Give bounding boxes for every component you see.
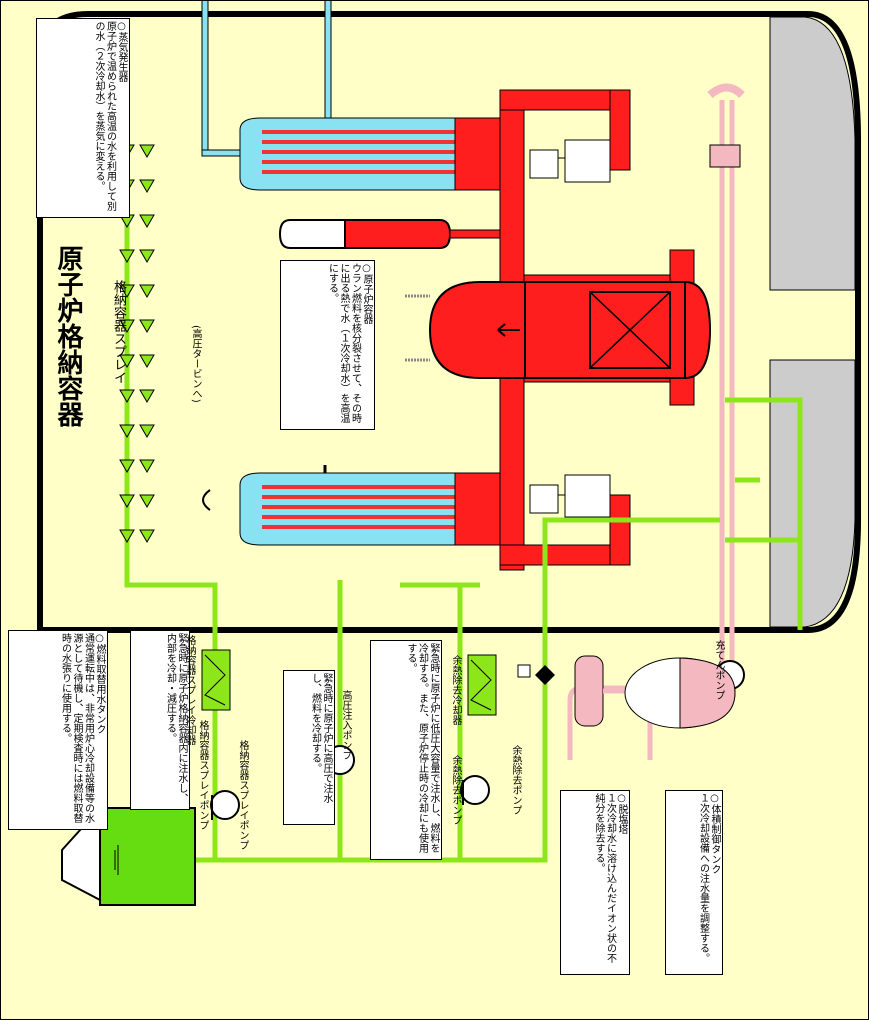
containment-title: 原子炉格納容器 [53,245,83,427]
reactor-vessel [405,280,712,380]
hp-pump-label: 高圧注入ポンプ [340,690,351,760]
rhr-pump-label-upper: 余熱除去ポンプ [450,755,461,825]
rhr-system-note: 緊急時に原子炉に低圧大容量で注水し、燃料を冷却する。また、原子炉停止時の冷却にも… [370,640,442,860]
coolant-pump-top [529,139,611,183]
concrete-bottom [769,359,856,628]
steam-generator-top [239,117,501,191]
rwst-note: ○燃料取替用水タンク 通常運転中は、非常用炉心冷却設備等の水源として待機し、定期… [8,630,108,830]
charging-pump-label: 充てんポンプ [713,640,724,700]
spray-pump-label-upper: 格納容器スプレイポンプ [197,720,208,830]
concrete-top [769,16,856,291]
vct-note: ○体積制御タンク １次冷却設備への注水量を調整する。 [665,790,723,975]
hp-turbine-label: (高圧タービンへ) [190,325,201,403]
volume-control-tank [624,657,736,729]
rv-note: ○原子炉容器 ウラン燃料を核分裂させて、その時に出る熱で水（１次冷却水）を高温に… [280,260,375,430]
coolant-pump-bottom [529,474,611,518]
spray-label: 格納容器スプレイ [111,280,126,384]
rhr-cooler-label: 余熱除去冷却器 [450,655,461,725]
rhr-pump [460,775,490,805]
rhr-pump-label-lower: 余熱除去ポンプ [510,745,521,815]
spray-system-note: 緊急時に原子炉格納容器内に注水し、内部を冷却・減圧する。 [130,630,190,810]
hp-system-note: 緊急時に原子炉に高圧で注水し、燃料を冷却する。 [283,670,335,825]
pressurizer [278,219,506,249]
spray-cooler-label: 格納容器スプレイ冷却器 [184,635,195,745]
spray-nozzles [119,144,155,543]
valve [517,664,555,685]
spray-pump-label-lower: 格納容器スプレイポンプ [237,740,248,850]
rhr-cooler [467,654,497,716]
rwst-tank [61,805,196,906]
spray-pump [210,790,240,820]
demin-note: ○脱塩塔 １次冷却水に溶け込んだイオン状の不純分を除去する。 [560,790,630,975]
sg-note: ○蒸気発生器 原子炉で温められた高温の水を利用して別の水（２次冷却水）を蒸気に変… [36,18,130,218]
heat-exchanger-small [709,144,741,168]
steam-generator-bottom [202,465,501,546]
spray-cooler [201,649,231,711]
